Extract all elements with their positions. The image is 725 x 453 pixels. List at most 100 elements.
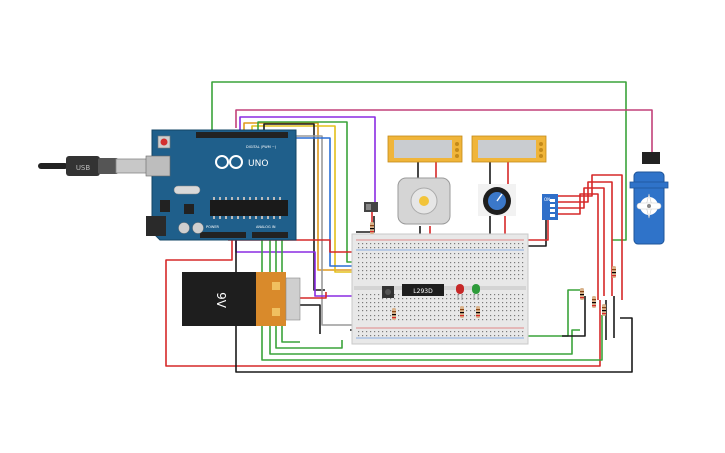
breadboard-hole <box>494 331 496 333</box>
breadboard-hole <box>378 294 380 296</box>
arduino-model-label: UNO <box>248 159 268 169</box>
meter-2-display <box>478 140 536 158</box>
breadboard-hole <box>438 243 440 245</box>
wire-green-right <box>528 289 582 337</box>
breadboard-hole <box>434 335 436 337</box>
breadboard-hole <box>446 257 448 259</box>
breadboard-hole <box>358 247 360 249</box>
breadboard-hole <box>514 315 516 317</box>
breadboard-hole <box>358 257 360 259</box>
breadboard-hole <box>366 306 368 308</box>
breadboard-hole <box>518 270 520 272</box>
breadboard-hole <box>418 315 420 317</box>
breadboard-hole <box>386 262 388 264</box>
breadboard-hole <box>502 315 504 317</box>
breadboard-hole <box>378 262 380 264</box>
breadboard-hole <box>522 257 524 259</box>
breadboard-hole <box>498 298 500 300</box>
breadboard-hole <box>494 266 496 268</box>
breadboard-hole <box>366 310 368 312</box>
breadboard-hole <box>482 243 484 245</box>
breadboard-hole <box>486 274 488 276</box>
breadboard-hole <box>426 331 428 333</box>
breadboard-hole <box>362 310 364 312</box>
breadboard-hole <box>506 306 508 308</box>
breadboard-hole <box>434 310 436 312</box>
breadboard-hole <box>498 315 500 317</box>
breadboard-hole <box>450 243 452 245</box>
breadboard-hole <box>470 274 472 276</box>
breadboard-hole <box>398 306 400 308</box>
breadboard-hole <box>482 266 484 268</box>
breadboard-hole <box>474 319 476 321</box>
breadboard-hole <box>466 331 468 333</box>
capacitor-1 <box>178 222 190 234</box>
breadboard-hole <box>418 310 420 312</box>
breadboard-hole <box>458 253 460 255</box>
breadboard-hole <box>478 335 480 337</box>
breadboard-hole <box>362 315 364 317</box>
breadboard-hole <box>378 243 380 245</box>
breadboard-hole <box>514 298 516 300</box>
breadboard-hole <box>418 262 420 264</box>
breadboard-hole <box>398 257 400 259</box>
breadboard-hole <box>438 335 440 337</box>
breadboard-hole <box>426 253 428 255</box>
capacitor-2 <box>192 222 204 234</box>
meter-2 <box>471 135 547 163</box>
breadboard-hole <box>422 278 424 280</box>
breadboard-hole <box>410 335 412 337</box>
breadboard-hole <box>478 331 480 333</box>
breadboard-hole <box>398 270 400 272</box>
breadboard-hole <box>422 331 424 333</box>
breadboard-hole <box>514 243 516 245</box>
breadboard-hole <box>390 278 392 280</box>
breadboard-hole <box>374 262 376 264</box>
breadboard-hole <box>462 274 464 276</box>
breadboard-hole <box>402 335 404 337</box>
breadboard-hole <box>426 310 428 312</box>
breadboard-hole <box>438 266 440 268</box>
breadboard-hole <box>490 315 492 317</box>
breadboard-hole <box>374 270 376 272</box>
breadboard-hole <box>518 319 520 321</box>
wire-dip-red-3 <box>558 187 605 296</box>
breadboard-hole <box>438 253 440 255</box>
breadboard-hole <box>398 319 400 321</box>
breadboard-hole <box>518 294 520 296</box>
breadboard-hole <box>510 315 512 317</box>
breadboard-hole <box>434 243 436 245</box>
breadboard-hole <box>450 257 452 259</box>
breadboard-hole <box>402 253 404 255</box>
breadboard-hole <box>414 274 416 276</box>
breadboard-hole <box>438 306 440 308</box>
breadboard-hole <box>406 302 408 304</box>
breadboard-hole <box>418 243 420 245</box>
breadboard-hole <box>406 298 408 300</box>
breadboard-hole <box>510 270 512 272</box>
breadboard-hole <box>494 315 496 317</box>
breadboard-hole <box>398 278 400 280</box>
breadboard-hole <box>454 243 456 245</box>
breadboard-hole <box>394 302 396 304</box>
breadboard-hole <box>474 253 476 255</box>
breadboard-hole <box>426 335 428 337</box>
breadboard-hole <box>370 257 372 259</box>
atmega-chip <box>210 200 288 216</box>
breadboard-hole <box>378 298 380 300</box>
breadboard-hole <box>466 274 468 276</box>
battery-body-black <box>182 272 256 326</box>
breadboard-hole <box>442 253 444 255</box>
breadboard-hole <box>486 310 488 312</box>
breadboard-hole <box>426 315 428 317</box>
breadboard-hole <box>450 335 452 337</box>
breadboard-hole <box>502 278 504 280</box>
breadboard-hole <box>398 274 400 276</box>
resistor-6 <box>592 296 596 308</box>
breadboard-hole <box>494 253 496 255</box>
breadboard-hole <box>522 262 524 264</box>
breadboard-hole <box>518 247 520 249</box>
breadboard-hole <box>442 306 444 308</box>
breadboard-hole <box>418 319 420 321</box>
breadboard-hole <box>398 247 400 249</box>
